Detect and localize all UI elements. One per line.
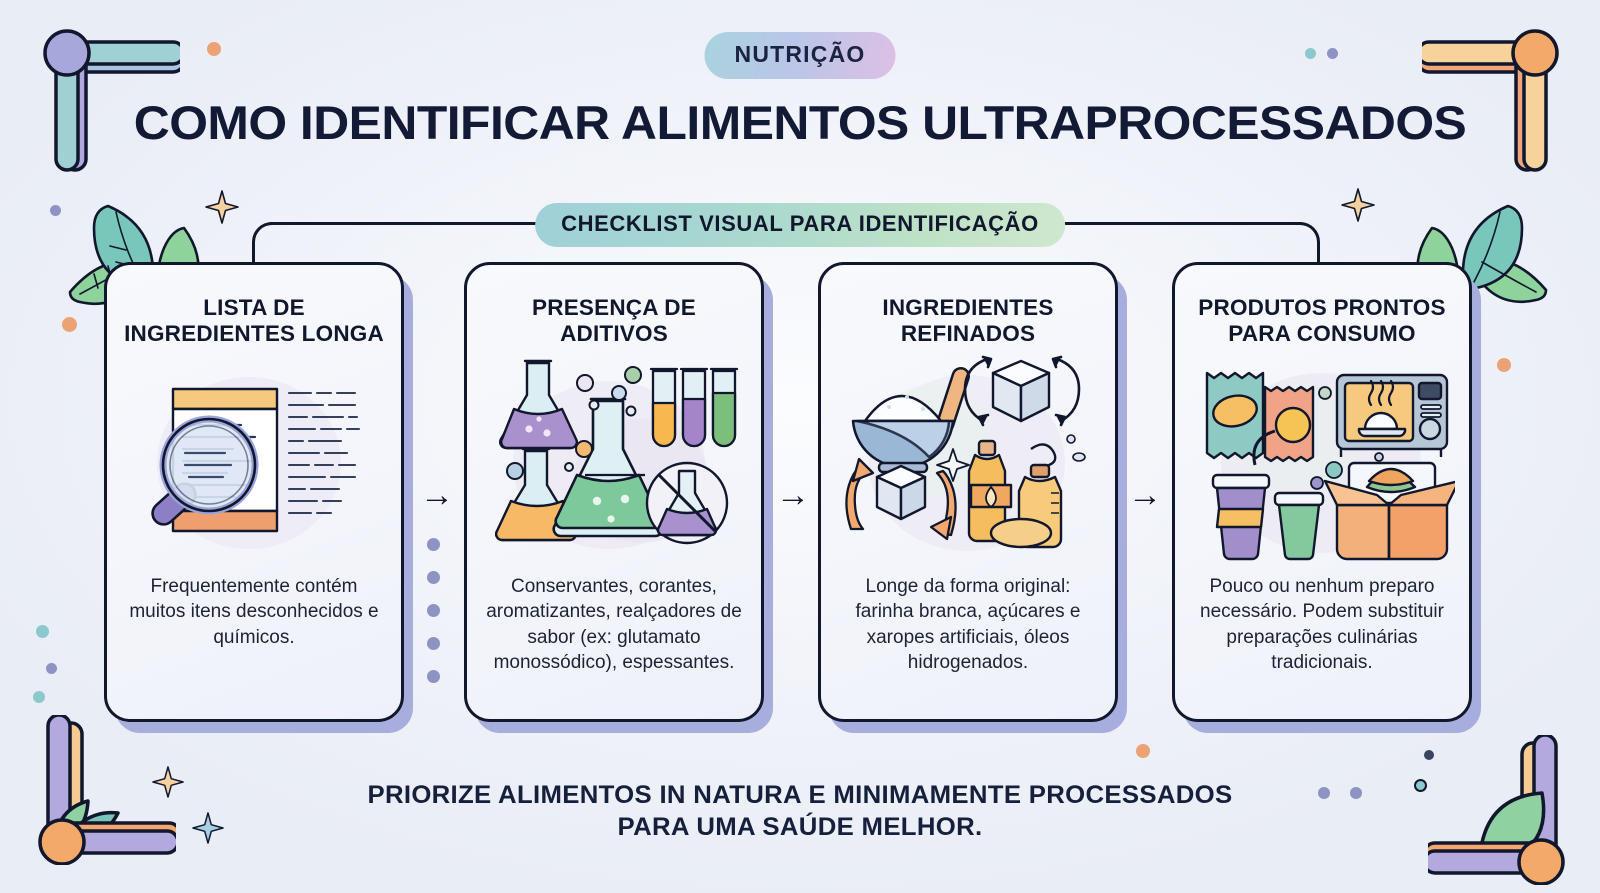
- page-title: COMO IDENTIFICAR ALIMENTOS ULTRAPROCESSA…: [133, 96, 1467, 149]
- flour-sugar-oil-icon: [835, 353, 1101, 568]
- corner-bracket-icon-bottom-right: [1428, 735, 1578, 885]
- frame-corner-left: [252, 222, 277, 273]
- decorative-dot: [1350, 787, 1362, 799]
- corner-bracket-icon-top-right: [1422, 28, 1572, 178]
- decorative-dot: [62, 317, 77, 332]
- category-badge: NUTRIÇÃO: [704, 32, 896, 79]
- flow-arrow-3: →: [1128, 476, 1162, 514]
- frame-corner-right: [1295, 222, 1320, 273]
- decorative-dot: [1318, 787, 1330, 799]
- card-row: LISTA DE INGREDIENTES LONGA: [0, 262, 1600, 732]
- sparkle-icon: [205, 190, 239, 229]
- footer-callout: PRIORIZE ALIMENTOS IN NATURA E MINIMAMEN…: [0, 779, 1600, 843]
- decorative-dot: [1305, 48, 1316, 59]
- sparkle-icon: [152, 766, 184, 803]
- sparkle-icon: [192, 812, 224, 849]
- card-presenca-de-aditivos[interactable]: PRESENÇA DE ADITIVOS: [464, 262, 764, 722]
- package-magnifier-icon: [121, 353, 387, 568]
- decorative-dot: [1497, 358, 1511, 372]
- decorative-dot: [1414, 779, 1427, 792]
- footer-line-1: PRIORIZE ALIMENTOS IN NATURA E MINIMAMEN…: [367, 781, 1233, 809]
- card-lista-de-ingredientes-longa[interactable]: LISTA DE INGREDIENTES LONGA: [104, 262, 404, 722]
- card-title: LISTA DE INGREDIENTES LONGA: [124, 295, 384, 347]
- card-ingredientes-refinados[interactable]: INGREDIENTES REFINADOS: [818, 262, 1118, 722]
- card-title: PRODUTOS PRONTOS PARA CONSUMO: [1198, 295, 1446, 347]
- decorative-dot: [36, 625, 49, 638]
- decorative-dot: [1136, 744, 1150, 758]
- card-title: PRESENÇA DE ADITIVOS: [532, 295, 696, 347]
- decorative-dot: [50, 205, 61, 216]
- card-title: INGREDIENTES REFINADOS: [882, 295, 1054, 347]
- decorative-dot: [207, 42, 221, 56]
- lab-flasks-icon: [481, 353, 747, 568]
- corner-bracket-icon-top-left: [30, 28, 180, 178]
- card-description: Pouco ou nenhum preparo necessário. Pode…: [1200, 576, 1444, 673]
- card-produtos-prontos-para-consumo[interactable]: PRODUTOS PRONTOS PARA CONSUMO: [1172, 262, 1472, 722]
- checklist-label: CHECKLIST VISUAL PARA IDENTIFICAÇÃO: [535, 203, 1065, 247]
- decorative-dot: [1327, 48, 1338, 59]
- decorative-dot: [33, 691, 45, 703]
- decorative-dot: [1424, 750, 1434, 760]
- snacks-microwave-icon: [1189, 353, 1455, 568]
- card-description: Frequentemente contém muitos itens desco…: [129, 576, 379, 648]
- card-description: Longe da forma original: farinha branca,…: [855, 576, 1081, 673]
- flow-arrow-2: →: [776, 476, 810, 514]
- card-description: Conservantes, corantes, aromatizantes, r…: [486, 576, 742, 673]
- flow-arrow-1: →: [420, 476, 454, 514]
- footer-line-2: PARA UMA SAÚDE MELHOR.: [617, 813, 983, 841]
- progress-dot-column: [427, 538, 440, 703]
- sparkle-icon: [1341, 188, 1375, 227]
- decorative-dot: [46, 663, 57, 674]
- corner-bracket-icon-bottom-left: [26, 715, 176, 865]
